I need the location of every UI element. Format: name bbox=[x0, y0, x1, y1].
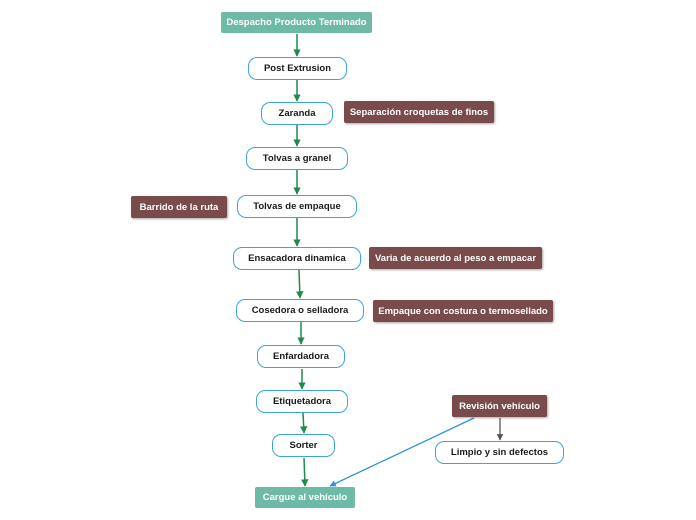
step-tolvas-granel: Tolvas a granel bbox=[246, 147, 348, 170]
note-tolvas-empaque: Barrido de la ruta bbox=[131, 196, 227, 218]
step-post-extrusion: Post Extrusion bbox=[248, 57, 347, 80]
flow-arrow bbox=[296, 269, 304, 299]
note-cosedora: Empaque con costura o termosellado bbox=[373, 300, 553, 322]
step-ensacadora: Ensacadora dinamica bbox=[233, 247, 361, 270]
step-enfardadora: Enfardadora bbox=[257, 345, 345, 368]
flow-arrow bbox=[299, 412, 308, 434]
inspection-to-loading-arrow bbox=[329, 417, 475, 487]
step-cosedora: Cosedora o selladora bbox=[236, 299, 364, 322]
step-zaranda: Zaranda bbox=[261, 102, 333, 125]
note-zaranda: Separación croquetas de finos bbox=[344, 101, 494, 123]
step-sorter: Sorter bbox=[272, 434, 335, 457]
inspection-result-node: Limpio y sin defectos bbox=[435, 441, 564, 464]
start-node: Despacho Producto Terminado bbox=[221, 12, 372, 33]
inspection-node: Revisión vehículo bbox=[452, 395, 547, 417]
end-node: Cargue al vehículo bbox=[255, 487, 355, 508]
note-ensacadora: Varia de acuerdo al peso a empacar bbox=[369, 247, 542, 269]
step-etiquetadora: Etiquetadora bbox=[256, 390, 348, 413]
flow-arrow bbox=[301, 457, 309, 487]
step-tolvas-empaque: Tolvas de empaque bbox=[237, 195, 357, 218]
